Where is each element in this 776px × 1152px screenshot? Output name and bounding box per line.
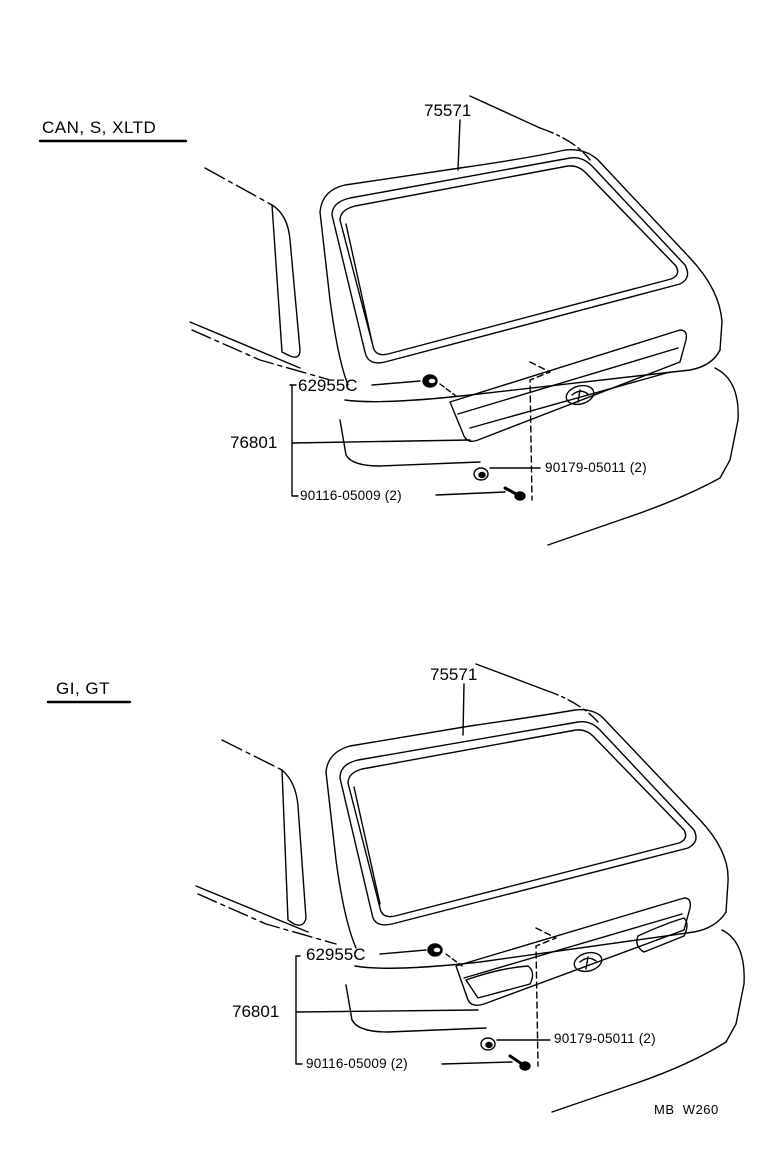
top-clip-guide <box>439 383 457 397</box>
bottom-side-line-2 <box>197 893 337 945</box>
top-c-pillar <box>271 204 301 358</box>
bottom-c-pillar <box>281 769 307 926</box>
top-part-76801-label: 76801 <box>230 433 278 452</box>
bottom-leader-76801 <box>295 1009 479 1013</box>
top-door-left-edge <box>319 211 349 386</box>
top-emblem <box>565 384 595 406</box>
bottom-clip-62955c <box>427 943 443 957</box>
bottom-part-90179-label: 90179-05011 (2) <box>554 1031 656 1046</box>
bottom-bumper-bottom <box>551 1041 727 1113</box>
top-garnish-panel <box>449 329 688 443</box>
bottom-reflector-left <box>465 965 534 999</box>
bottom-door-left-edge <box>325 771 357 949</box>
top-leader-76801 <box>291 439 471 444</box>
bottom-variant-drawing <box>46 663 745 1113</box>
top-roof-line <box>469 95 541 129</box>
top-bumper-bottom <box>547 477 721 546</box>
top-moulding-outer <box>331 156 689 364</box>
bottom-part-75571-label: 75571 <box>430 665 478 684</box>
bottom-door-outer <box>325 709 729 913</box>
top-variant-drawing <box>38 95 739 546</box>
bottom-bracket <box>295 955 303 1065</box>
bottom-glass-edge <box>353 786 381 905</box>
footer-code: MB W260 <box>654 1102 719 1117</box>
top-variant-title: CAN, S, XLTD <box>42 118 157 137</box>
bottom-pillar-dash <box>221 739 283 771</box>
bottom-garnish-line <box>463 913 683 979</box>
top-part-90179-label: 90179-05011 (2) <box>545 460 647 475</box>
bottom-bolt-90116 <box>508 1054 531 1071</box>
top-glass-edge <box>345 223 373 343</box>
bottom-leader-75571 <box>462 683 465 736</box>
bottom-side-line-1 <box>195 885 309 933</box>
bottom-bumper-right <box>721 929 745 1043</box>
bottom-reflector-right <box>636 917 688 953</box>
top-door-outer <box>319 149 723 351</box>
bottom-variant-title: GI, GT <box>56 679 110 698</box>
top-leader-75571 <box>457 119 461 171</box>
top-bolt-90116 <box>503 486 526 501</box>
bottom-guide-dash <box>535 927 557 1067</box>
bottom-garnish-panel <box>455 897 692 1007</box>
bottom-moulding-inner <box>347 729 687 918</box>
bottom-door-bottom <box>354 911 727 969</box>
top-nut-90179 <box>473 467 489 481</box>
top-part-75571-label: 75571 <box>424 101 472 120</box>
bottom-emblem-mark <box>579 956 597 970</box>
top-bumper-right <box>714 367 739 479</box>
top-emblem-mark <box>571 389 589 403</box>
top-moulding-inner <box>339 165 679 356</box>
top-garnish-line <box>457 347 679 415</box>
bottom-leader-62955c <box>379 949 427 955</box>
top-garnish-line-2 <box>469 371 671 429</box>
top-bracket <box>289 384 299 497</box>
bottom-clip-guide <box>445 953 463 967</box>
bottom-bumper-left <box>345 984 487 1033</box>
bottom-roof-edge <box>544 689 599 723</box>
top-side-line-1 <box>189 321 301 369</box>
top-part-90116-label: 90116-05009 (2) <box>300 488 402 503</box>
bottom-leader-90116 <box>441 1061 513 1065</box>
top-bumper-left <box>339 419 481 467</box>
bottom-nut-90179 <box>480 1037 496 1051</box>
bottom-moulding-outer <box>339 720 697 926</box>
bottom-part-90116-label: 90116-05009 (2) <box>306 1056 408 1071</box>
bottom-emblem <box>573 951 603 973</box>
bottom-part-62955c-label: 62955C <box>306 945 366 964</box>
top-pillar-dash <box>204 167 273 206</box>
bottom-part-76801-label: 76801 <box>232 1002 280 1021</box>
top-roof-edge <box>539 127 591 161</box>
top-leader-90116 <box>435 491 506 496</box>
top-clip-62955c <box>422 374 438 388</box>
top-leader-62955c <box>371 380 421 386</box>
top-part-62955c-label: 62955C <box>298 376 358 395</box>
top-guide-dash <box>529 361 551 501</box>
top-door-bottom <box>344 349 721 403</box>
top-side-line-2 <box>191 329 331 381</box>
bottom-roof-line <box>475 663 546 691</box>
